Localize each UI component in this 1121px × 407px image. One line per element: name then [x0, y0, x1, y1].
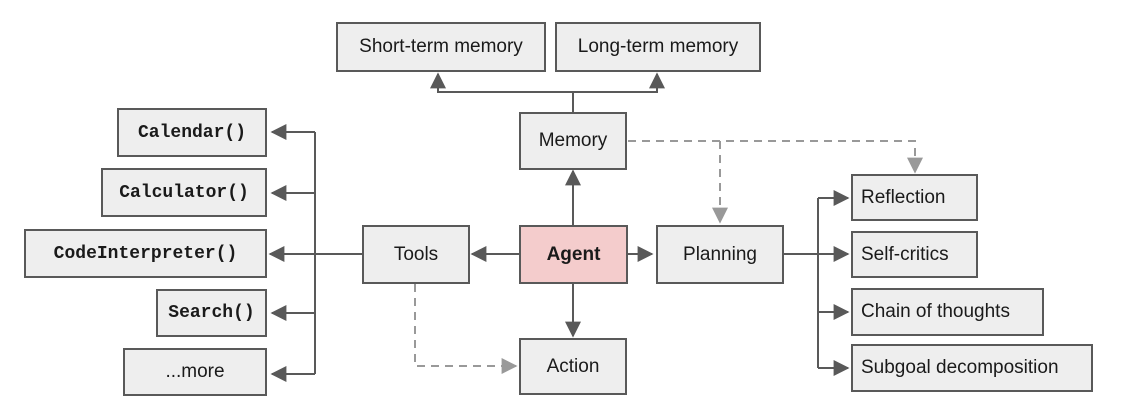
agent-box: Agent [519, 225, 628, 284]
action-box: Action [519, 338, 627, 395]
memory-box: Memory [519, 112, 627, 170]
long-term-memory-box: Long-term memory [555, 22, 761, 72]
tools-box: Tools [362, 225, 470, 284]
calendar-tool-box: Calendar() [117, 108, 267, 157]
chain-of-thoughts-box: Chain of thoughts [851, 288, 1044, 336]
more-tools-box: ...more [123, 348, 267, 396]
arrow-to-short-term-memory [430, 72, 573, 93]
subgoal-decomposition-box: Subgoal decomposition [851, 344, 1093, 392]
short-term-memory-box: Short-term memory [336, 22, 546, 72]
dashed-arrow-memory-to-reflection [628, 140, 923, 174]
planning-box: Planning [656, 225, 784, 284]
codeinterpreter-tool-box: CodeInterpreter() [24, 229, 267, 278]
reflection-box: Reflection [851, 174, 978, 221]
calculator-tool-box: Calculator() [101, 168, 267, 217]
dashed-arrow-tools-to-action [414, 284, 518, 374]
self-critics-box: Self-critics [851, 231, 978, 278]
search-tool-box: Search() [156, 289, 267, 337]
arrow-to-long-term-memory [573, 72, 665, 93]
